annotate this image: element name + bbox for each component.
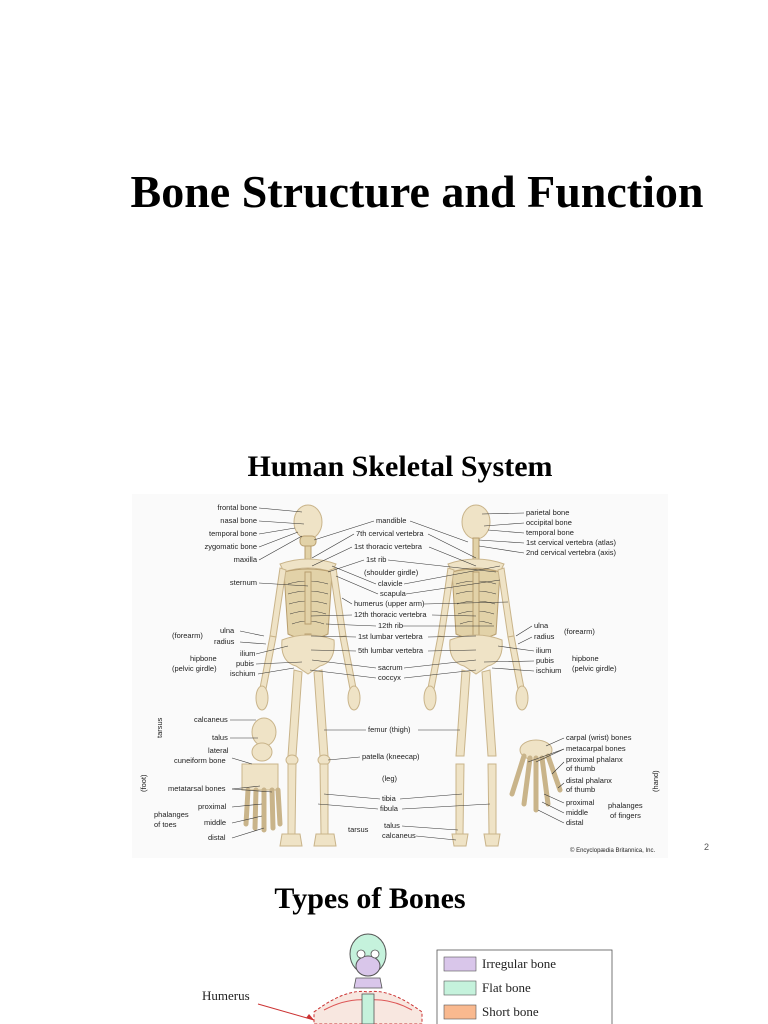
- label-lateral: lateral: [208, 746, 229, 755]
- label-nasal-bone: nasal bone: [220, 516, 257, 525]
- label-hipbone-left: hipbone: [190, 654, 217, 663]
- label-coccyx: coccyx: [378, 673, 401, 682]
- label-pelvic-girdle-left: (pelvic girdle): [172, 664, 217, 673]
- label-tarsus-bottom: tarsus: [348, 825, 369, 834]
- label-temporal-bone-right: temporal bone: [526, 528, 574, 537]
- legend-label-irregular: Irregular bone: [482, 956, 556, 971]
- label-forearm-right: (forearm): [564, 627, 595, 636]
- label-ilium-left: ilium: [240, 649, 255, 658]
- label-proximal-right: proximal: [566, 798, 595, 807]
- label-proximal-left: proximal: [198, 802, 227, 811]
- label-metatarsal-bones: metatarsal bones: [168, 784, 226, 793]
- label-calcaneus-left: calcaneus: [194, 715, 228, 724]
- label-talus-bottom: talus: [384, 821, 400, 830]
- label-fibula: fibula: [380, 804, 399, 813]
- label-c1: 1st cervical vertebra (atlas): [526, 538, 617, 547]
- label-t12: 12th thoracic vertebra: [354, 610, 427, 619]
- label-sternum: sternum: [230, 578, 257, 587]
- legend-swatch-flat: [444, 981, 476, 995]
- bone-type-legend: Irregular bone Flat bone Short bone: [437, 950, 612, 1024]
- label-of-thumb-2: of thumb: [566, 785, 595, 794]
- skeleton-figure: [314, 934, 422, 1024]
- label-ilium-right: ilium: [536, 646, 551, 655]
- legend-label-short: Short bone: [482, 1004, 539, 1019]
- label-carpal: carpal (wrist) bones: [566, 733, 632, 742]
- label-clavicle: clavicle: [378, 579, 403, 588]
- page-number: 2: [704, 842, 709, 852]
- label-ischium-right: ischium: [536, 666, 561, 675]
- label-tibia: tibia: [382, 794, 397, 803]
- label-foot-vertical: (foot): [139, 774, 148, 792]
- label-forearm-left: (forearm): [172, 631, 203, 640]
- label-proximal-phalanx: proximal phalanx: [566, 755, 623, 764]
- types-of-bones-title: Types of Bones: [0, 882, 740, 916]
- label-phalanges-fingers: phalanges: [608, 801, 643, 810]
- label-c2: 2nd cervical vertebra (axis): [526, 548, 617, 557]
- label-frontal-bone: frontal bone: [217, 503, 257, 512]
- label-ulna-left: ulna: [220, 626, 235, 635]
- label-femur: femur (thigh): [368, 725, 411, 734]
- skeleton-diagram: frontal bone nasal bone temporal bone zy…: [132, 494, 668, 858]
- label-l1: 1st lumbar vertebra: [358, 632, 423, 641]
- label-zygomatic-bone: zygomatic bone: [204, 542, 257, 551]
- label-maxilla: maxilla: [234, 555, 258, 564]
- label-pubis-left: pubis: [236, 659, 254, 668]
- legend-swatch-short: [444, 1005, 476, 1019]
- slide-title: Bone Structure and Function: [0, 165, 768, 218]
- label-ulna-right: ulna: [534, 621, 549, 630]
- label-patella: patella (kneecap): [362, 752, 420, 761]
- label-temporal-bone-left: temporal bone: [209, 529, 257, 538]
- label-distal-phalanx: distal phalanx: [566, 776, 612, 785]
- label-tarsus-vertical: tarsus: [155, 717, 164, 738]
- label-calcaneus-bottom: calcaneus: [382, 831, 416, 840]
- label-pelvic-girdle-right: (pelvic girdle): [572, 664, 617, 673]
- label-hipbone-right: hipbone: [572, 654, 599, 663]
- humerus-label: Humerus: [202, 988, 250, 1003]
- legend-label-flat: Flat bone: [482, 980, 531, 995]
- label-metacarpal: metacarpal bones: [566, 744, 626, 753]
- label-distal-left: distal: [208, 833, 226, 842]
- legend-swatch-irregular: [444, 957, 476, 971]
- label-c7: 7th cervical vertebra: [356, 529, 424, 538]
- label-cuneiform-bone: cuneiform bone: [174, 756, 226, 765]
- label-hand-vertical: (hand): [651, 770, 660, 792]
- label-radius-right: radius: [534, 632, 555, 641]
- label-mandible: mandible: [376, 516, 406, 525]
- label-l5: 5th lumbar vertebra: [358, 646, 424, 655]
- label-middle-left: middle: [204, 818, 226, 827]
- label-occipital-bone: occipital bone: [526, 518, 572, 527]
- label-t1: 1st thoracic vertebra: [354, 542, 423, 551]
- label-humerus: humerus (upper arm): [354, 599, 425, 608]
- skeletal-system-title: Human Skeletal System: [0, 450, 768, 484]
- label-leg: (leg): [382, 774, 398, 783]
- label-scapula: scapula: [380, 589, 407, 598]
- label-of-thumb-1: of thumb: [566, 764, 595, 773]
- copyright-notice: © Encyclopædia Britannica, Inc.: [570, 847, 655, 854]
- label-shoulder-girdle: (shoulder girdle): [364, 568, 419, 577]
- label-sacrum: sacrum: [378, 663, 403, 672]
- label-distal-right: distal: [566, 818, 584, 827]
- label-middle-right: middle: [566, 808, 588, 817]
- label-rib12: 12th rib: [378, 621, 403, 630]
- label-phalanges-toes: phalanges: [154, 810, 189, 819]
- label-of-toes: of toes: [154, 820, 177, 829]
- label-radius-left: radius: [214, 637, 235, 646]
- label-ischium-left: ischium: [230, 669, 255, 678]
- label-pubis-right: pubis: [536, 656, 554, 665]
- label-of-fingers: of fingers: [610, 811, 641, 820]
- label-talus-left: talus: [212, 733, 228, 742]
- label-rib1: 1st rib: [366, 555, 386, 564]
- bone-types-diagram: Humerus Irregular bone Flat bone Short b…: [196, 932, 616, 1024]
- label-parietal-bone: parietal bone: [526, 508, 569, 517]
